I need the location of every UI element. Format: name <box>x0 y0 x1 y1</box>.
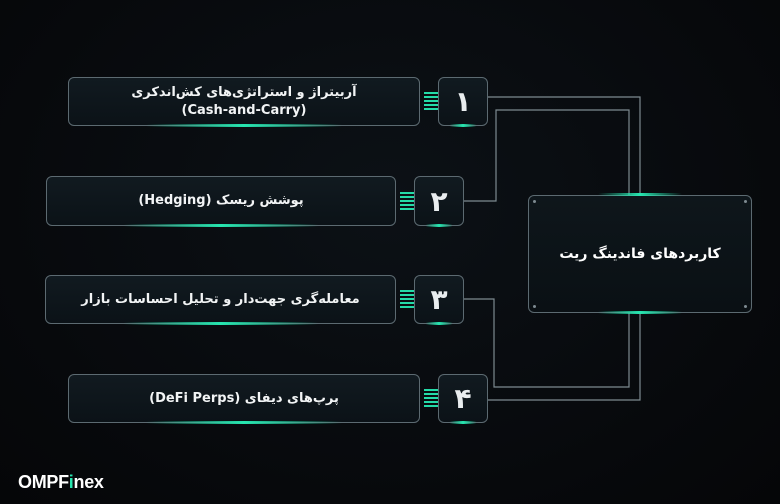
connector-3 <box>464 298 630 388</box>
item-4-text-line1: پرپ‌های دیفای (DeFi Perps) <box>149 390 339 406</box>
item-2-number: ۲ <box>430 184 448 218</box>
central-bottom-glow <box>598 311 682 314</box>
logo-part3: nex <box>73 472 104 492</box>
item-2-number-box: ۲ <box>414 176 464 226</box>
connector-2 <box>464 109 630 202</box>
item-2-label-box: پوشش ریسک (Hedging) <box>46 176 396 226</box>
logo-part1: OMPF <box>18 472 69 492</box>
corner-dot-tl <box>533 200 536 203</box>
connector-1 <box>488 96 641 195</box>
item-3-label-box: معامله‌گری جهت‌دار و تحلیل احساسات بازار <box>45 275 396 324</box>
item-1-connector-stripes <box>424 92 438 110</box>
item-2-text-line1: پوشش ریسک (Hedging) <box>138 193 304 208</box>
brand-logo: OMPFinex <box>18 472 104 493</box>
logo-part2: i <box>68 472 74 492</box>
item-3-text-line1: معامله‌گری جهت‌دار و تحلیل احساسات بازار <box>81 291 360 307</box>
item-4-connector-stripes <box>424 389 438 407</box>
corner-dot-bl <box>533 305 536 308</box>
item-1-number: ۱ <box>454 85 472 118</box>
item-3-number-box: ۳ <box>414 275 464 324</box>
item-2-connector-stripes <box>400 192 414 210</box>
item-1-text-line1: آربیتراژ و استراتژی‌های کش‌اندکری <box>131 84 357 100</box>
central-top-glow <box>598 193 682 196</box>
item-4-label-box: پرپ‌های دیفای (DeFi Perps) <box>68 374 420 423</box>
item-4-number-box: ۴ <box>438 374 488 423</box>
connector-4 <box>488 313 641 401</box>
central-box: کاربردهای فاندینگ ریت <box>528 195 752 313</box>
item-1-number-box: ۱ <box>438 77 488 126</box>
corner-dot-br <box>744 305 747 308</box>
item-3-connector-stripes <box>400 290 414 308</box>
item-3-number: ۳ <box>430 283 448 316</box>
central-title: کاربردهای فاندینگ ریت <box>559 246 721 262</box>
item-4-number: ۴ <box>454 382 472 415</box>
item-1-text-line2: (Cash-and-Carry) <box>181 102 307 118</box>
item-1-label-box: آربیتراژ و استراتژی‌های کش‌اندکری (Cash-… <box>68 77 420 126</box>
corner-dot-tr <box>744 200 747 203</box>
